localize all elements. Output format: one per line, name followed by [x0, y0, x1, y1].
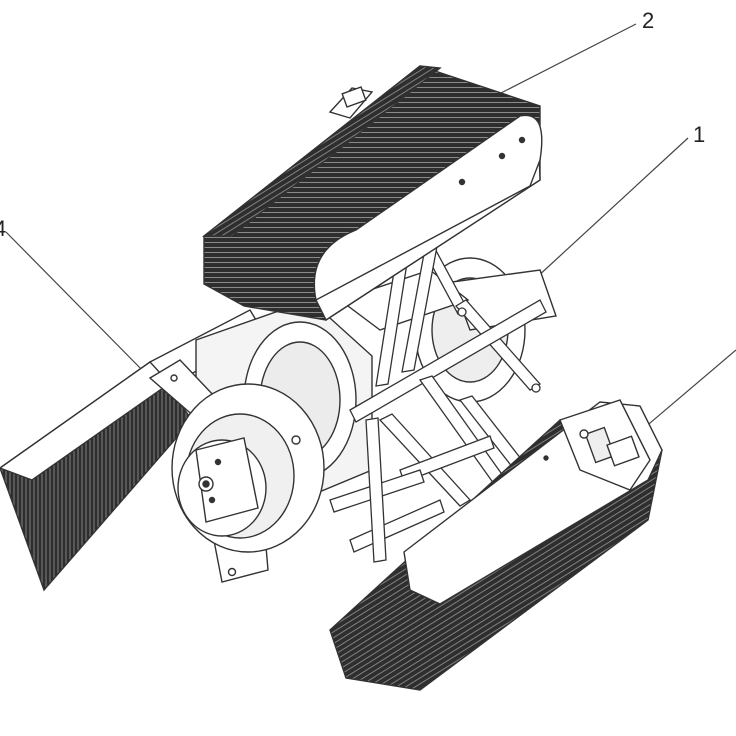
callout-label-1: 1: [693, 122, 706, 147]
front-hub: [148, 359, 325, 583]
leader-line-4: [5, 231, 151, 379]
linkage-struts: [329, 196, 552, 563]
callout-label-2: 2: [642, 8, 655, 33]
callout-label-4: 4: [0, 216, 7, 241]
leader-line-1: [535, 137, 689, 279]
top-track: [201, 65, 543, 322]
right-track: [329, 399, 663, 691]
